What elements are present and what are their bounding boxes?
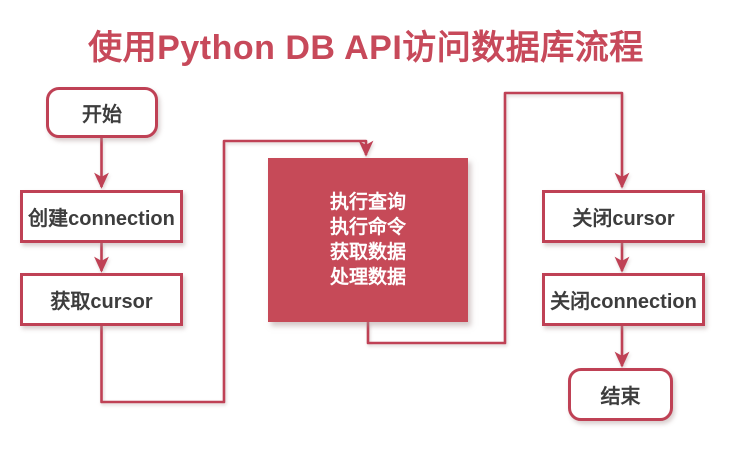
flow-node-close-cursor: 关闭cursor	[542, 190, 705, 243]
flow-node-close-connection: 关闭connection	[542, 273, 705, 326]
node-label: 关闭cursor	[572, 208, 675, 230]
flow-node-get-cursor: 获取cursor	[20, 273, 183, 326]
flow-node-end: 结束	[568, 368, 673, 421]
page-title: 使用Python DB API访问数据库流程	[88, 29, 644, 67]
execute-step: 处理数据	[329, 267, 406, 288]
node-multiline-label: 执行查询 执行命令 获取数据 处理数据	[330, 190, 406, 290]
flow-node-create-connection: 创建connection	[20, 190, 183, 243]
execute-step: 执行命令	[329, 217, 406, 238]
execute-step: 执行查询	[329, 192, 406, 213]
node-label: 获取cursor	[50, 291, 153, 313]
node-label: 开始	[82, 104, 122, 126]
node-label: 关闭connection	[550, 291, 697, 313]
node-label: 结束	[600, 386, 641, 408]
execute-step: 获取数据	[329, 242, 406, 263]
flow-node-execute-steps: 执行查询 执行命令 获取数据 处理数据	[268, 158, 468, 322]
node-label: 创建connection	[28, 208, 175, 230]
flow-node-start: 开始	[46, 87, 158, 138]
